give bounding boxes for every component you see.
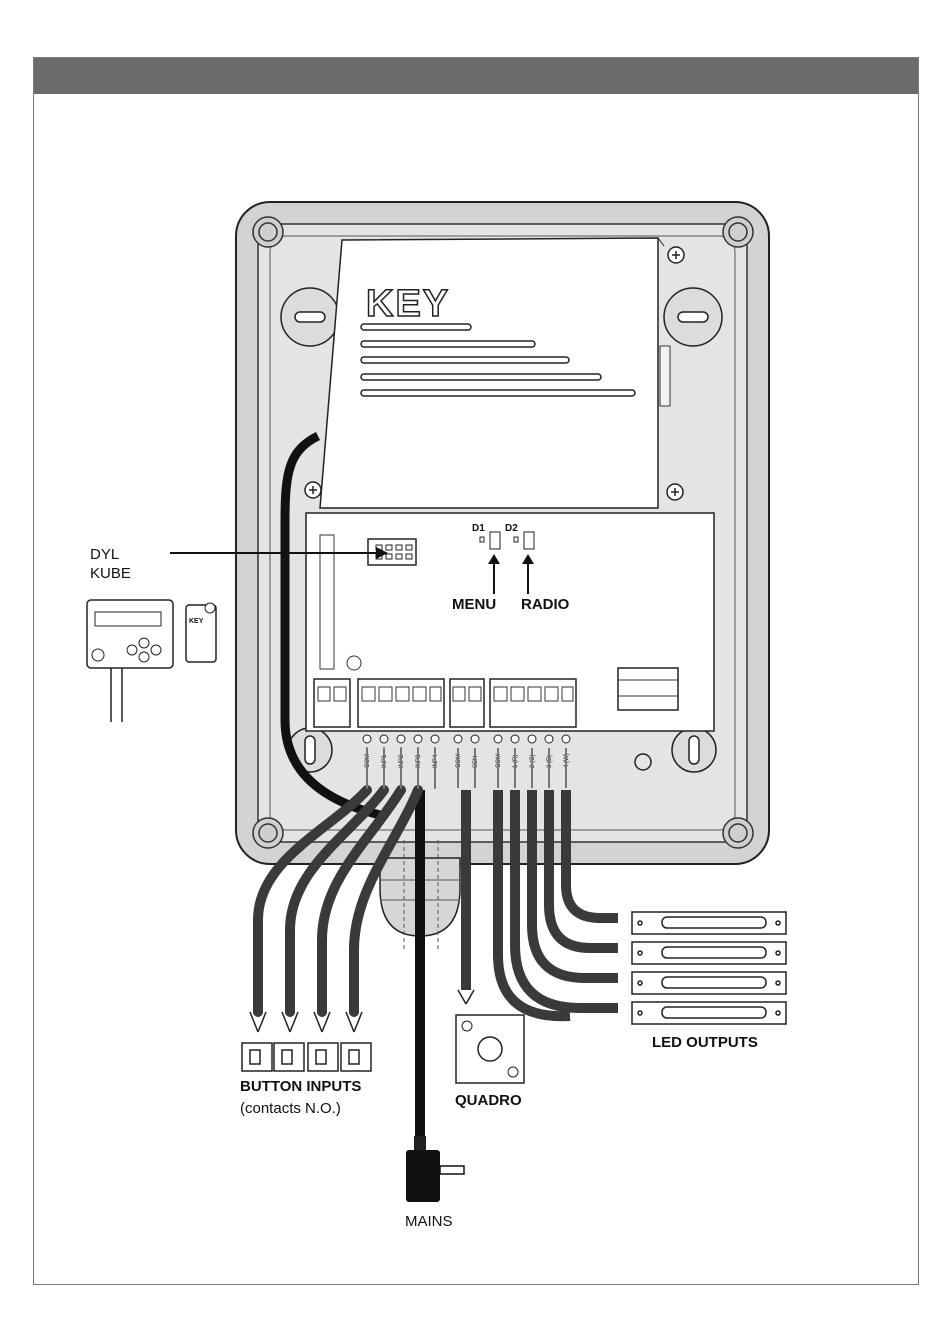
control-board: D1 D2 [306,513,714,731]
module-cover: KEY [320,238,670,508]
push-button-icon [242,1012,371,1071]
button-inputs-label: BUTTON INPUTS [240,1078,361,1095]
led-strip-icon [632,912,786,1024]
led-d1-label: D1 [472,523,485,534]
brand-logo: KEY [366,283,450,325]
led-d2-label: D2 [505,523,518,534]
dyl-label: DYL [90,546,119,563]
radio-label: RADIO [521,596,569,613]
mains-label: MAINS [405,1213,453,1230]
menu-label: MENU [452,596,496,613]
dyl-kube-keypad [87,600,173,722]
quadro-sensor [456,1015,524,1083]
led-outputs-label: LED OUTPUTS [652,1034,758,1051]
kube-logo: KEY [189,618,204,625]
dyl-kube-module: KEY [186,603,216,662]
kube-label: KUBE [90,565,131,582]
contacts-label: (contacts N.O.) [240,1100,341,1117]
quadro-label: QUADRO [455,1092,522,1109]
